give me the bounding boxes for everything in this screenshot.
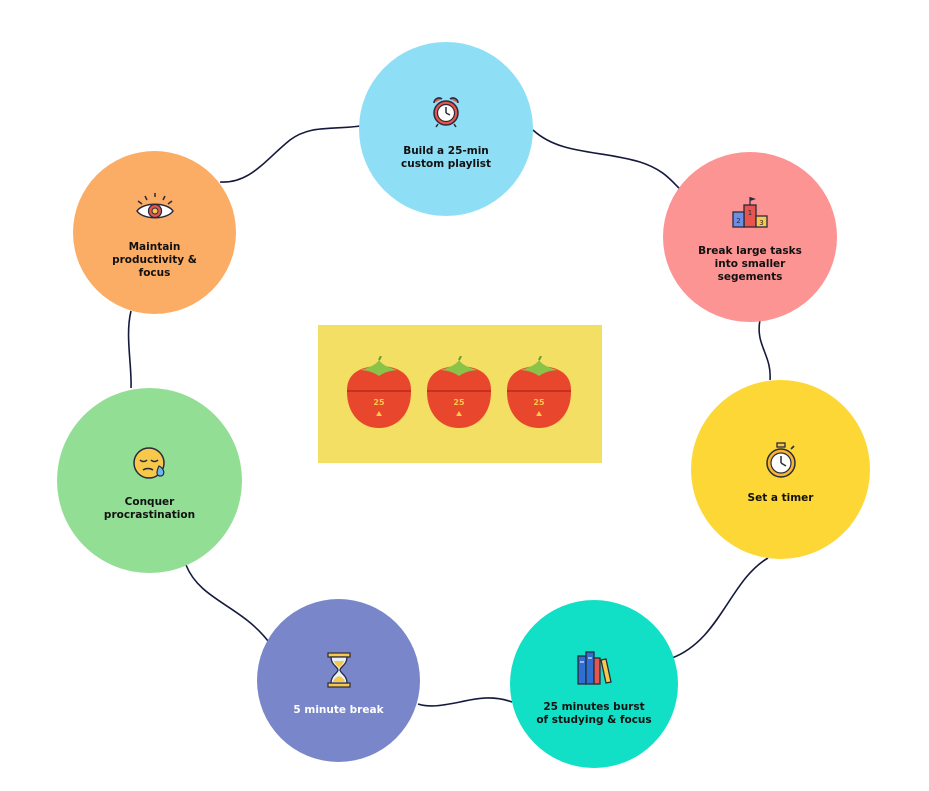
svg-text:3: 3 (759, 219, 763, 227)
timer-dial-label: 25 (373, 398, 385, 407)
tomato-timer-icon: 25 (427, 356, 491, 428)
step-label: Conquer procrastination (103, 496, 196, 521)
step-study-burst: 25 minutes burst of studying & focus (510, 600, 678, 768)
connector-break-to-procrastination (185, 564, 269, 642)
step-label: Build a 25-min custom playlist (401, 145, 491, 170)
svg-text:1: 1 (748, 209, 752, 217)
sleepy-face-icon (132, 447, 165, 479)
tomato-timer-icon: 25 (507, 356, 571, 428)
step-set-timer: Set a timer (691, 380, 870, 559)
connector-productivity-to-playlist (219, 125, 361, 183)
timer-dial-label: 25 (453, 398, 465, 407)
step-label: Break large tasks into smaller segements (698, 245, 802, 283)
connector-timer-to-study (671, 557, 769, 659)
tomato-timer-icon: 25 (347, 356, 411, 428)
step-break-large-tasks: 1 2 3 Break large tasks into smaller seg… (663, 152, 837, 322)
timer-dial-label: 25 (533, 398, 545, 407)
step-conquer-procrastination: Conquer procrastination (57, 388, 242, 573)
step-label: Maintain productivity & focus (112, 241, 197, 279)
connector-break-tasks-to-timer (758, 319, 771, 381)
connector-study-to-break (417, 697, 513, 707)
svg-text:2: 2 (736, 217, 740, 225)
pomodoro-timers-image: 25 25 25 (318, 325, 602, 463)
stopwatch-icon (765, 442, 796, 478)
books-icon (577, 651, 612, 685)
step-maintain-productivity: Maintain productivity & focus (73, 151, 236, 314)
step-label: Set a timer (747, 492, 814, 504)
connector-playlist-to-break-tasks (532, 129, 682, 191)
step-label: 5 minute break (293, 704, 384, 716)
step-label: 25 minutes burst of studying & focus (536, 701, 652, 726)
hourglass-icon (326, 652, 351, 688)
eye-icon (135, 193, 174, 219)
podium-icon: 1 2 3 (732, 197, 768, 228)
step-build-playlist: Build a 25-min custom playlist (359, 42, 533, 216)
step-five-minute-break: 5 minute break (257, 599, 420, 762)
alarm-clock-icon (433, 97, 459, 128)
connector-procrastination-to-productivity (127, 310, 132, 389)
